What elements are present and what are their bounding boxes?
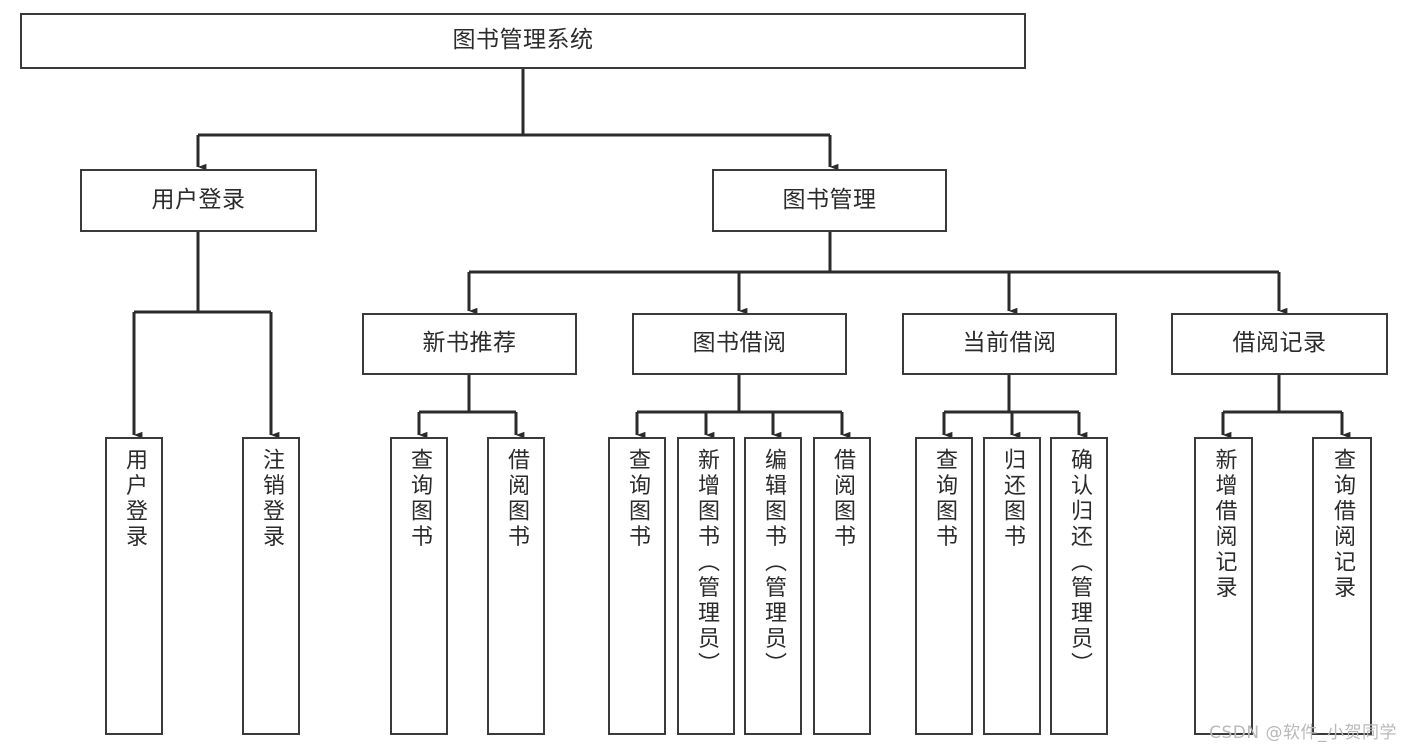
node-borrow-record[interactable]: 借阅记录 [1171, 313, 1388, 375]
leaf-user-login[interactable]: 用户登录 [105, 437, 163, 735]
leaf-nb-query-book[interactable]: 查询图书 [390, 437, 448, 735]
leaf-bb-borrow-book-label: 借阅图书 [830, 448, 855, 550]
leaf-bb-borrow-book[interactable]: 借阅图书 [813, 437, 871, 735]
node-new-book-recommend[interactable]: 新书推荐 [362, 313, 577, 375]
current-borrow-leaf-connectors [942, 375, 1088, 439]
node-book-borrow-label: 图书借阅 [692, 330, 787, 357]
node-root-system-label: 图书管理系统 [452, 27, 594, 54]
node-book-management-label: 图书管理 [782, 186, 877, 213]
leaf-nb-borrow-book-label: 借阅图书 [504, 448, 529, 550]
book-borrow-leaf-connectors [635, 375, 851, 439]
leaf-bb-query-book-label: 查询图书 [625, 448, 650, 550]
node-current-borrow[interactable]: 当前借阅 [902, 313, 1117, 375]
leaf-bb-add-book[interactable]: 新增图书（管理员） [677, 437, 735, 735]
leaf-logout-label: 注销登录 [259, 448, 284, 550]
leaf-br-add-record-label: 新增借阅记录 [1211, 448, 1237, 601]
node-borrow-record-label: 借阅记录 [1232, 330, 1327, 357]
node-new-book-recommend-label: 新书推荐 [422, 330, 517, 357]
user-login-leaf-connectors [132, 232, 280, 439]
book-management-to-level3-connectors [467, 232, 1288, 315]
new-book-leaf-connectors [417, 375, 525, 439]
leaf-cb-query-book[interactable]: 查询图书 [915, 437, 973, 735]
leaf-cb-return-book-label: 归还图书 [1000, 448, 1025, 550]
leaf-logout[interactable]: 注销登录 [242, 437, 300, 735]
leaf-nb-borrow-book[interactable]: 借阅图书 [487, 437, 545, 735]
leaf-bb-add-book-label: 新增图书（管理员） [694, 448, 719, 678]
leaf-cb-confirm-return[interactable]: 确认归还（管理员） [1050, 437, 1108, 735]
leaf-br-add-record[interactable]: 新增借阅记录 [1194, 437, 1253, 735]
node-user-login-label: 用户登录 [151, 186, 246, 213]
node-current-borrow-label: 当前借阅 [962, 330, 1057, 357]
node-book-management[interactable]: 图书管理 [712, 169, 947, 232]
leaf-bb-query-book[interactable]: 查询图书 [608, 437, 666, 735]
leaf-cb-query-book-label: 查询图书 [932, 448, 957, 550]
node-book-borrow[interactable]: 图书借阅 [632, 313, 847, 375]
node-root-system[interactable]: 图书管理系统 [20, 13, 1026, 69]
leaf-bb-edit-book[interactable]: 编辑图书（管理员） [744, 437, 802, 735]
root-to-level2-connectors [196, 69, 839, 171]
leaf-cb-confirm-return-label: 确认归还（管理员） [1067, 448, 1092, 678]
leaf-user-login-label: 用户登录 [122, 448, 147, 550]
leaf-br-query-record-label: 查询借阅记录 [1330, 448, 1355, 601]
node-user-login[interactable]: 用户登录 [80, 169, 317, 232]
leaf-br-query-record[interactable]: 查询借阅记录 [1312, 437, 1372, 735]
borrow-record-leaf-connectors [1221, 375, 1351, 439]
leaf-bb-edit-book-label: 编辑图书（管理员） [761, 448, 786, 678]
leaf-nb-query-book-label: 查询图书 [407, 448, 432, 550]
leaf-cb-return-book[interactable]: 归还图书 [983, 437, 1041, 735]
